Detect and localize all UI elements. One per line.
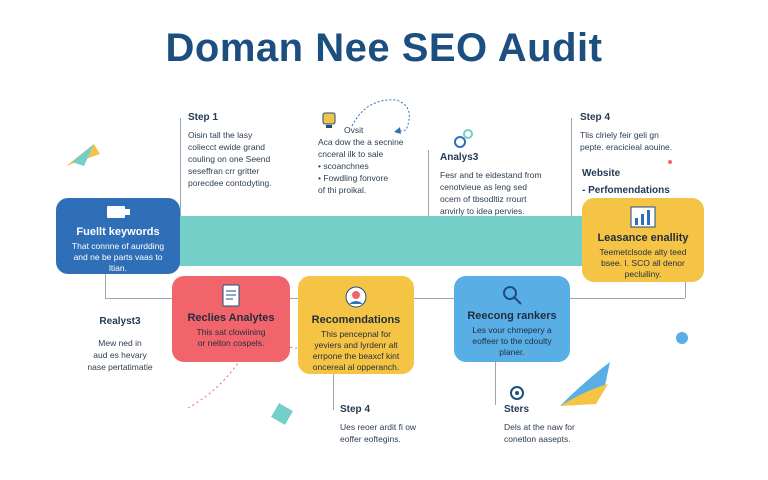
gear-icon bbox=[452, 128, 474, 150]
step4-top-text-line: Tlis clriely feir geli gn bbox=[580, 130, 659, 140]
card-recomendations-title: Recomendations bbox=[311, 314, 401, 326]
website-line2: - Perfomendations bbox=[582, 185, 670, 196]
sters-text-line: Dels at the naw for bbox=[504, 422, 575, 432]
realyst-text-line: nase pertatimatie bbox=[87, 362, 153, 372]
step4-bottom-label: Step 4 bbox=[340, 404, 371, 415]
website-line1: Website bbox=[582, 168, 621, 179]
card-analytics-line: This sat clowiining bbox=[196, 327, 266, 337]
dot-decoration bbox=[676, 332, 688, 344]
step1-text-line: couling on one Seend bbox=[188, 154, 271, 164]
realyst-label: Realyst3 bbox=[99, 316, 141, 327]
diamond-decoration bbox=[271, 403, 293, 425]
card-analytics: Reclies Analytes This sat clowiining or … bbox=[172, 276, 290, 362]
card-rankers-title: Reecong rankers bbox=[467, 310, 557, 322]
sters-block: Sters Dels at the naw for conetlon aasep… bbox=[504, 404, 614, 445]
step1-text-line: seseffran crr gritter bbox=[188, 166, 260, 176]
audit-text-line: of thi proikal. bbox=[318, 185, 367, 195]
realyst-text-line: Mew ned in bbox=[98, 338, 142, 348]
connector-step4-top bbox=[571, 118, 572, 216]
audit-text-line: cnceral ilk to sale bbox=[318, 149, 384, 159]
card-leasance-line: Teemetclsode alty teed bbox=[599, 247, 687, 257]
step4-top-text-line: pepte. eracicieal aouine. bbox=[580, 142, 673, 152]
step1-text-line: coliecct ewide grand bbox=[188, 142, 266, 152]
card-recomendations-line: oncereal al opperanch. bbox=[312, 362, 400, 372]
step4-bottom-text-line: eoffer eoftegins. bbox=[340, 434, 401, 444]
card-recomendations-line: errpone the beaxcf kint bbox=[312, 351, 400, 361]
analys-text-line: Fesr and te eidestand from bbox=[440, 170, 542, 180]
website-block: Website - Perfomendations bbox=[582, 168, 712, 196]
person-icon bbox=[345, 286, 367, 308]
card-keywords-line: and ne be parts vaas to bbox=[73, 252, 163, 262]
page-title: Doman Nee SEO Audit bbox=[165, 26, 603, 70]
settings-icon bbox=[508, 384, 526, 402]
step1-block: Step 1 Oisin tall the lasy coliecct ewid… bbox=[188, 112, 298, 189]
card-leasance-line: pecluiliny. bbox=[624, 269, 662, 279]
bulb-icon bbox=[320, 110, 338, 130]
card-keywords-line: ltian. bbox=[109, 263, 127, 273]
connector-analys bbox=[428, 150, 429, 240]
connector-step4-bottom bbox=[333, 370, 334, 410]
step4-bottom-block: Step 4 Ues reoer ardit fi ow eoffer eoft… bbox=[340, 404, 450, 445]
monitor-icon bbox=[105, 204, 131, 222]
card-leasance: Leasance enallity Teemetclsode alty teed… bbox=[582, 198, 704, 282]
connector-left-drop bbox=[105, 268, 106, 298]
card-rankers: Reecong rankers Les vour chmepery a eoff… bbox=[454, 276, 570, 362]
analys-block: Analys3 Fesr and te eidestand from cenot… bbox=[440, 152, 570, 217]
dot-decoration-small bbox=[668, 160, 672, 164]
connector-right-drop bbox=[685, 268, 686, 298]
chart-icon bbox=[630, 206, 656, 228]
sters-label: Sters bbox=[504, 404, 530, 415]
card-recomendations: Recomendations This pencepnal for yevier… bbox=[298, 276, 414, 374]
card-leasance-line: bsee. I. SCO all denor bbox=[601, 258, 685, 268]
card-rankers-line: eoffeer to the cdoulty bbox=[472, 336, 552, 346]
step1-text-line: porecdee contodyting. bbox=[188, 178, 272, 188]
card-recomendations-line: This pencepnal for bbox=[321, 329, 391, 339]
card-rankers-line: planer. bbox=[499, 347, 525, 357]
card-analytics-line: or nelton cospels. bbox=[197, 338, 265, 348]
step4-bottom-text-line: Ues reoer ardit fi ow bbox=[340, 422, 417, 432]
card-analytics-title: Reclies Analytes bbox=[187, 312, 275, 324]
audit-text-line: • Fowdling fonvore bbox=[318, 173, 389, 183]
step4-top-block: Step 4 Tlis clriely feir geli gn pepte. … bbox=[580, 112, 700, 153]
process-band bbox=[150, 216, 610, 266]
audit-text-line: Aca dow the a secnine bbox=[318, 137, 404, 147]
card-keywords-title: Fuellt keywords bbox=[76, 226, 160, 238]
step4-top-label: Step 4 bbox=[580, 112, 611, 123]
analys-text-line: anvirly to idea pervies. bbox=[440, 206, 525, 216]
audit-label: Ovsit bbox=[344, 125, 364, 135]
analys-label: Analys3 bbox=[440, 152, 479, 163]
search-icon bbox=[501, 284, 523, 306]
step1-label: Step 1 bbox=[188, 112, 219, 123]
audit-block: Ovsit Aca dow the a secnine cnceral ilk … bbox=[318, 124, 428, 196]
document-icon bbox=[221, 284, 241, 308]
step1-text-line: Oisin tall the lasy bbox=[188, 130, 253, 140]
leaf-decoration bbox=[66, 144, 100, 166]
sters-text-line: conetlon aasepts. bbox=[504, 434, 571, 444]
connector-sters bbox=[495, 360, 496, 405]
realyst-text-line: aud es hevary bbox=[93, 350, 147, 360]
audit-text-line: • scoanchnes bbox=[318, 161, 369, 171]
connector-step1 bbox=[180, 118, 181, 216]
card-keywords: Fuellt keywords That connne of aurdding … bbox=[56, 198, 180, 274]
card-recomendations-line: yeviers and lyrdenr alt bbox=[314, 340, 398, 350]
leaf-decoration-right bbox=[560, 362, 610, 406]
dashed-arrow-decoration bbox=[351, 99, 410, 134]
analys-text-line: ocem of tbsodltiz rrourt bbox=[440, 194, 527, 204]
realyst-block: Realyst3 Mew ned in aud es hevary nase p… bbox=[70, 316, 170, 373]
card-rankers-line: Les vour chmepery a bbox=[472, 325, 552, 335]
card-leasance-title: Leasance enallity bbox=[597, 232, 689, 244]
analys-text-line: cenotvieue as leng sed bbox=[440, 182, 527, 192]
card-keywords-line: That connne of aurdding bbox=[71, 241, 165, 251]
